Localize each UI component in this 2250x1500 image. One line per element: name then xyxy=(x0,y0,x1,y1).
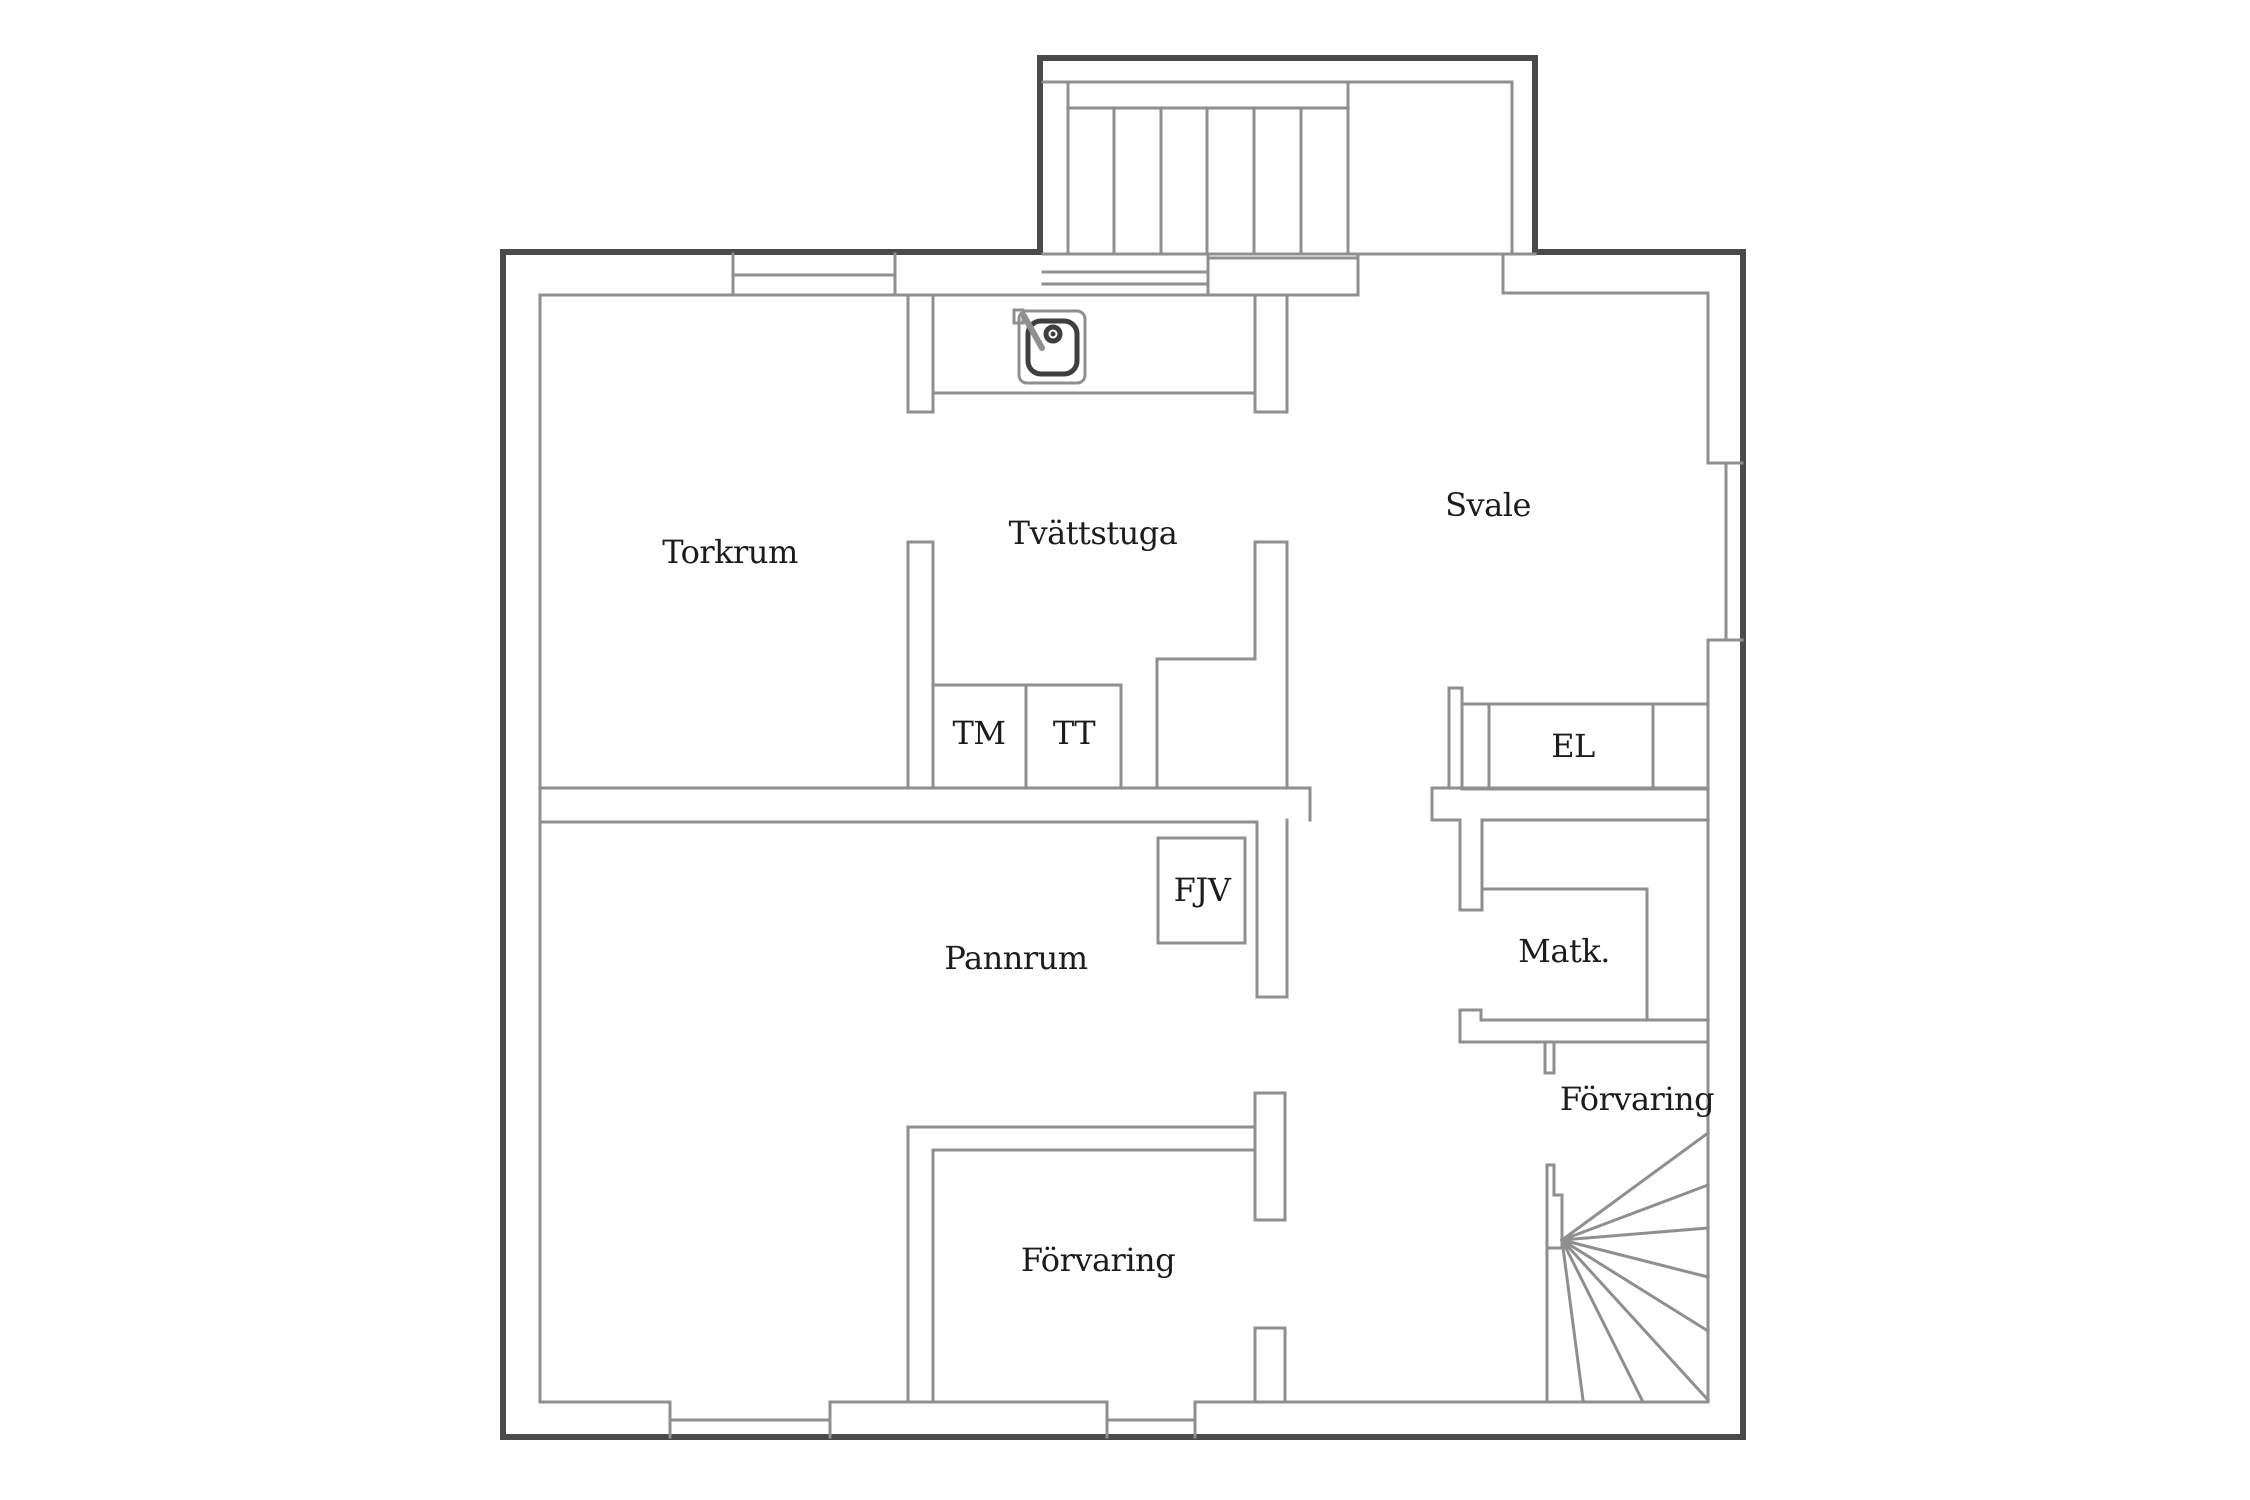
top-wall-inner-face xyxy=(538,291,1710,297)
sink-drain xyxy=(1043,324,1063,344)
interior-walls xyxy=(538,293,1710,1404)
storage-room-pier-upper xyxy=(1253,1091,1287,1222)
torkrum-tvattstuga-wall xyxy=(906,293,935,790)
central-wall-pier xyxy=(1255,818,1289,999)
room-label-svale: Svale xyxy=(1445,486,1531,524)
room-label-forvaring-east: Förvaring xyxy=(1560,1080,1714,1118)
tm-tt-closets xyxy=(931,683,1123,790)
spiral-treads xyxy=(1559,1130,1711,1403)
central-wall xyxy=(538,786,1312,824)
matk-bottom-wall xyxy=(1458,1008,1710,1044)
sink-drain-dot xyxy=(1050,331,1056,337)
el-cabinet xyxy=(1460,702,1710,791)
window-bottom-right xyxy=(1105,1400,1197,1439)
stair-landing-lines xyxy=(1041,80,1537,256)
faucet-handle xyxy=(1021,313,1045,351)
fjv-box xyxy=(1156,836,1247,945)
window-top xyxy=(731,252,897,297)
sink xyxy=(1012,308,1087,385)
windows xyxy=(668,252,1744,1439)
room-label-torkrum: Torkrum xyxy=(662,533,798,571)
window-right xyxy=(1706,461,1744,642)
room-label-fjv: FJV xyxy=(1174,871,1232,909)
room-label-tm: TM xyxy=(952,714,1005,752)
spiral-staircase xyxy=(1545,1130,1711,1404)
matk-closet xyxy=(1480,887,1649,1022)
room-label-matk: Matk. xyxy=(1518,932,1610,970)
stair-room-door-stub xyxy=(1543,1040,1556,1075)
window-bottom-left xyxy=(668,1400,832,1439)
svale-matk-wall xyxy=(1430,786,1710,912)
laundry-counter xyxy=(931,293,1257,395)
room-label-tvattstuga: Tvättstuga xyxy=(1009,514,1178,552)
storage-room-pier-lower xyxy=(1253,1326,1287,1404)
stair-treads xyxy=(1066,80,1350,256)
outer-wall-outline xyxy=(500,55,1746,1440)
upper-staircase xyxy=(1041,80,1537,297)
room-label-pannrum: Pannrum xyxy=(944,939,1087,977)
stair-exit-walls xyxy=(1206,252,1505,297)
spiral-newel-wall xyxy=(1545,1163,1564,1404)
tvattstuga-svale-wall xyxy=(1155,293,1289,790)
el-wall-stub xyxy=(1447,686,1464,790)
sink-outer-rim xyxy=(1017,309,1087,385)
outer-walls xyxy=(500,55,1746,1440)
room-labels: Torkrum Tvättstuga Svale TM TT EL FJV Pa… xyxy=(662,486,1714,1279)
room-label-tt: TT xyxy=(1053,714,1096,752)
room-label-el: EL xyxy=(1551,727,1595,765)
stair-bottom-steps xyxy=(1041,270,1210,286)
interior-wall-faces xyxy=(538,291,1710,1404)
sink-basin xyxy=(1025,318,1080,377)
room-label-forvaring-south: Förvaring xyxy=(1021,1241,1175,1279)
